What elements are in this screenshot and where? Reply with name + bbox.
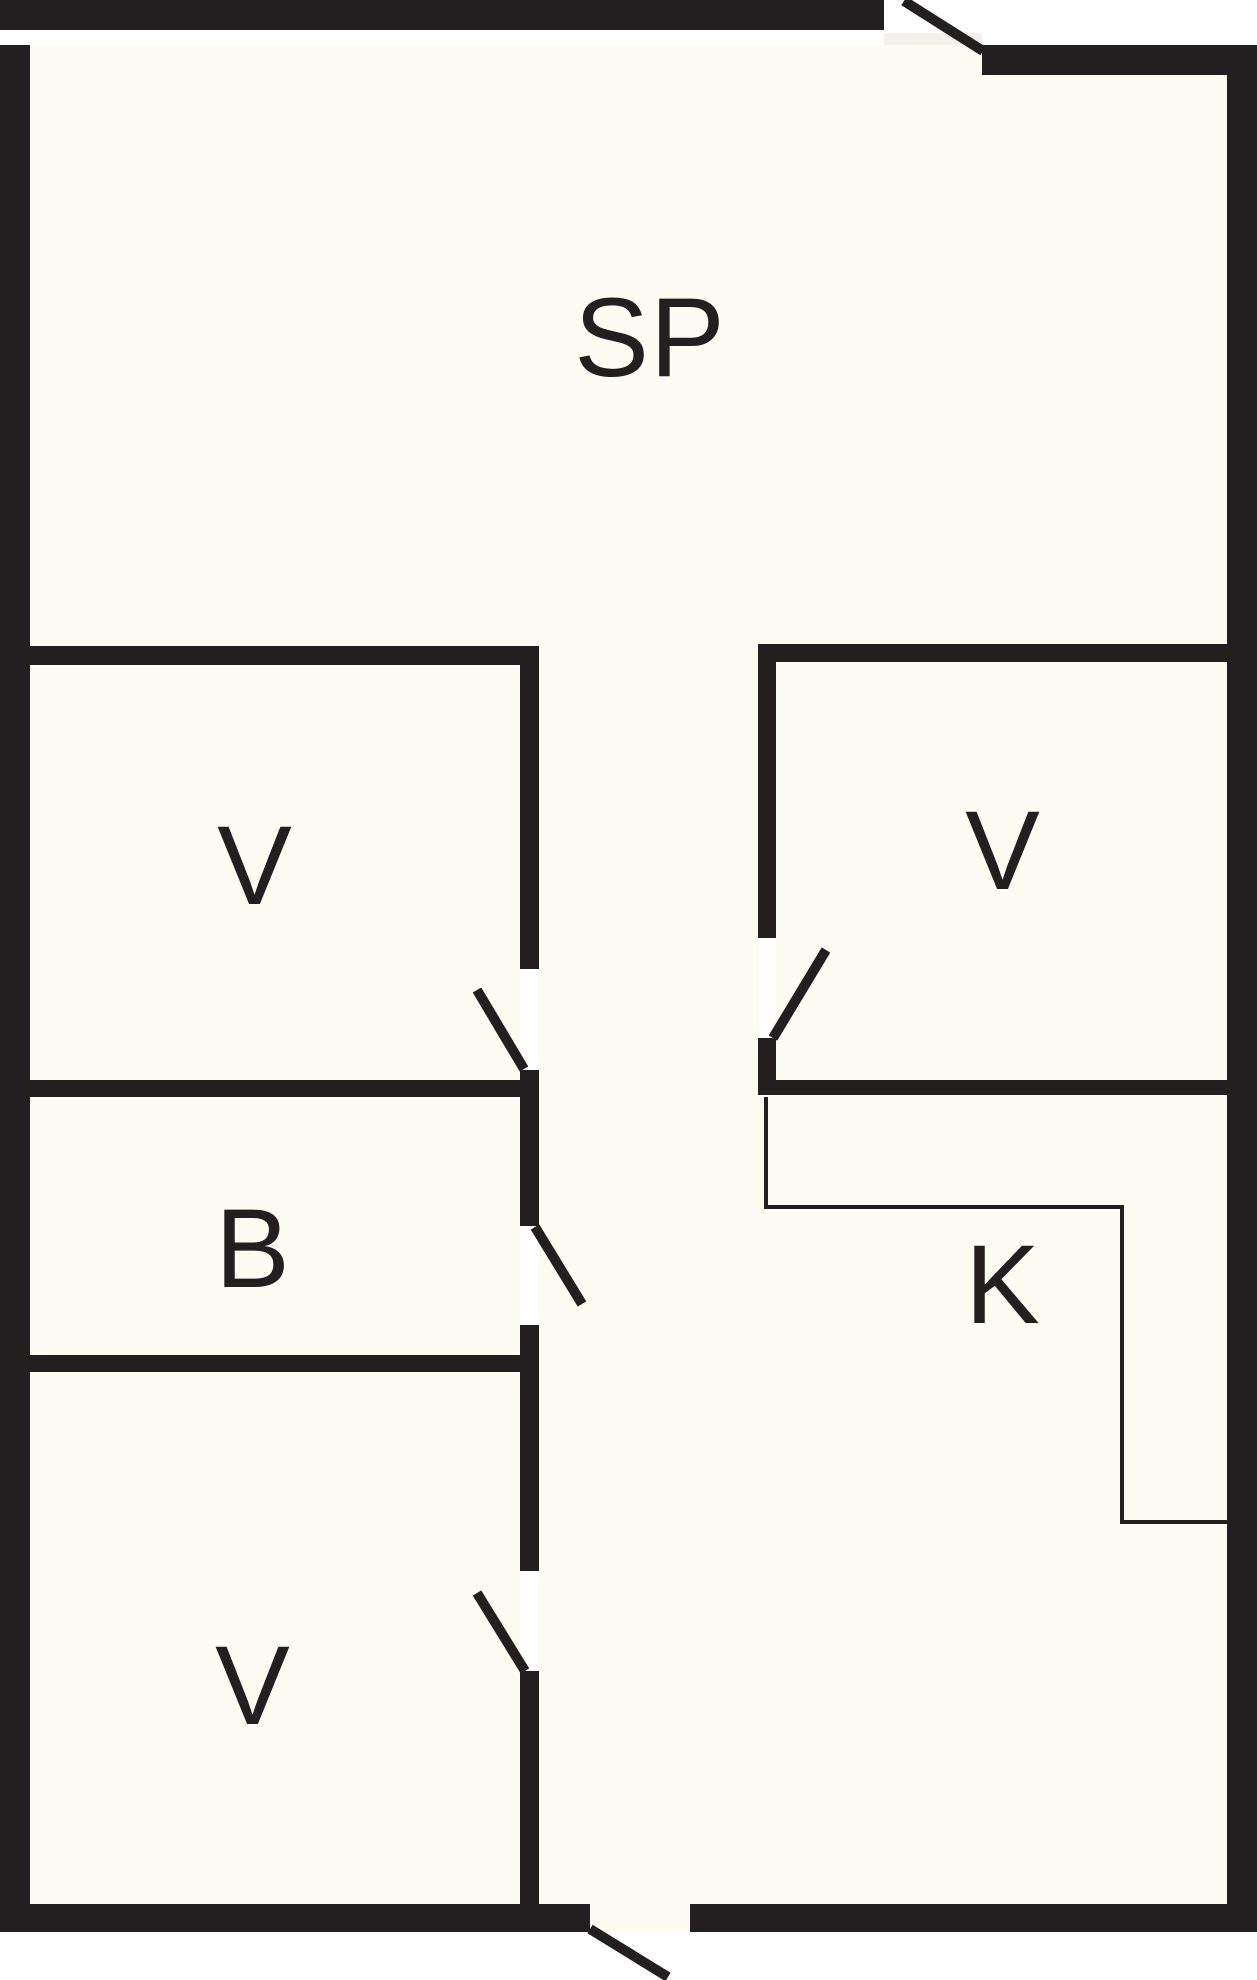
- door-opening-v-top-left: [521, 969, 538, 1070]
- wall-corridor-segment-3: [520, 1325, 539, 1571]
- wall-divider-b-v: [18, 1355, 539, 1372]
- door-leaf-shadow-entry-top: [884, 33, 982, 45]
- wall-corridor-segment-4: [520, 1671, 539, 1904]
- door-opening-entry-top: [884, 45, 982, 75]
- room-label-v-bottom-left: V: [215, 1623, 291, 1748]
- room-label-v-right: V: [965, 788, 1041, 913]
- door-opening-v-right: [759, 938, 775, 1038]
- floor-area: [3, 45, 1254, 1932]
- wall-bottom-left-segment: [0, 1904, 590, 1932]
- wall-bottom-right-segment: [690, 1904, 1257, 1932]
- door-opening-b: [521, 1226, 538, 1325]
- wall-left-exterior: [0, 45, 30, 1932]
- wall-divider-sp-v: [18, 646, 539, 665]
- room-label-sp: SP: [574, 275, 726, 400]
- wall-right-exterior: [1227, 45, 1257, 1932]
- wall-top-left-segment: [0, 0, 884, 30]
- wall-corridor-segment-2: [520, 1070, 539, 1226]
- room-label-b: B: [215, 1186, 291, 1311]
- wall-v-right-left-upper: [758, 644, 776, 938]
- door-swing-entry-bottom: [587, 1924, 671, 1980]
- wall-v-right-top: [758, 644, 1227, 662]
- door-opening-entry-bottom: [590, 1904, 690, 1932]
- wall-corridor-segment-1: [520, 646, 539, 969]
- wall-divider-v-b: [18, 1080, 539, 1097]
- door-opening-v-bottom-left: [521, 1571, 538, 1671]
- room-label-v-top-left: V: [217, 803, 293, 928]
- wall-v-right-bottom: [758, 1080, 1227, 1095]
- wall-top-right-segment: [982, 45, 1257, 75]
- room-label-k: K: [965, 1222, 1041, 1347]
